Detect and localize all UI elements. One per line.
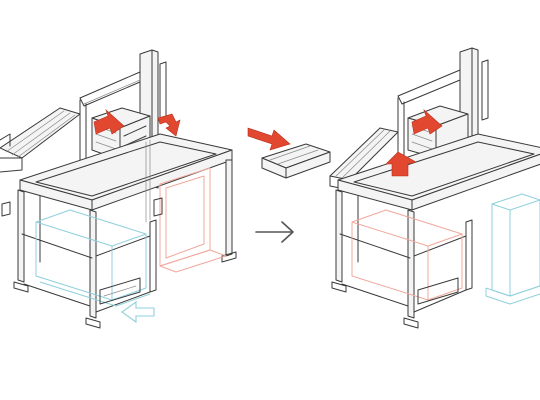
pallet-left bbox=[99, 277, 141, 305]
motion-arrow-icon bbox=[247, 127, 291, 151]
process-arrow-icon bbox=[255, 221, 294, 243]
top-frame bbox=[19, 133, 233, 223]
outfeed-pallet-load bbox=[159, 167, 227, 273]
top-frame bbox=[337, 133, 540, 211]
infeed-conveyor-ramp bbox=[0, 107, 81, 173]
motion-arrow-icon bbox=[157, 113, 181, 137]
side-bracket bbox=[1, 197, 163, 217]
pallet-right bbox=[417, 277, 459, 305]
exit-pallet-load bbox=[485, 193, 540, 305]
machine-after bbox=[247, 47, 540, 329]
frame-legs bbox=[13, 159, 237, 329]
motion-arrow-icon bbox=[411, 109, 443, 135]
transfer-tray bbox=[261, 143, 331, 179]
motion-arrow-icon bbox=[93, 109, 125, 135]
infeed-arrow-icon bbox=[121, 300, 155, 324]
motion-arrow-icon bbox=[385, 151, 417, 177]
machine-before bbox=[0, 49, 237, 329]
frame-legs bbox=[331, 189, 473, 329]
inner-pallet-load bbox=[351, 209, 463, 301]
